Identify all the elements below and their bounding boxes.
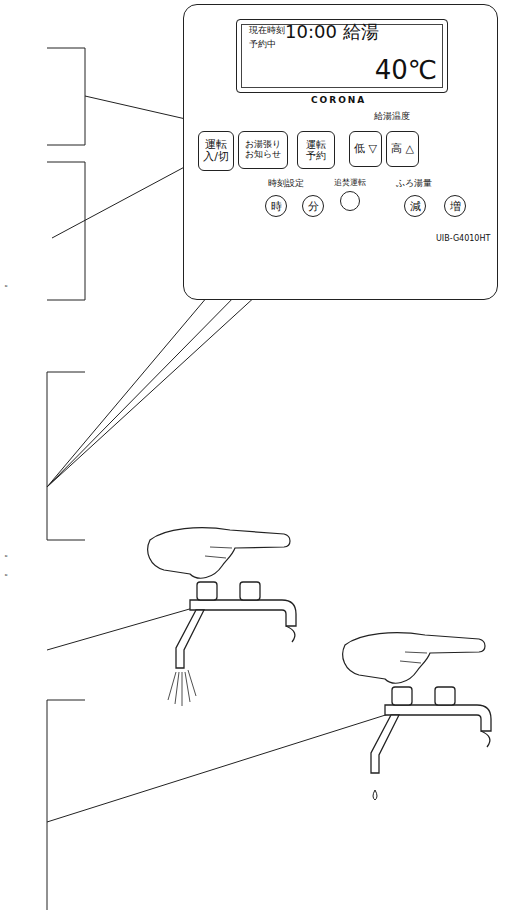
control-button: 時 — [265, 195, 287, 217]
button-ring — [340, 191, 360, 211]
hand — [400, 652, 427, 663]
note-mark: 。 — [4, 546, 14, 560]
group-label: ふろ湯量 — [396, 177, 432, 190]
control-button: 運転 入/切 — [198, 131, 234, 171]
control-button: 高 △ — [386, 131, 419, 167]
display-text: 予約中 — [249, 40, 276, 50]
note-mark: 。 — [4, 276, 14, 290]
remote-panel: CORONA UIB-G4010HT 現在時刻予約中 10:00 給湯 40℃ 運転 入/切… — [183, 4, 498, 300]
button-label: 時 — [271, 199, 282, 214]
group-label: 時刻設定 — [268, 177, 304, 190]
control-button: 減 — [404, 195, 426, 217]
control-button: 追焚運転 — [324, 177, 376, 221]
faucet-running — [176, 582, 296, 668]
button-label: 分 — [308, 199, 319, 214]
hand — [148, 528, 290, 578]
display-text: 40℃ — [375, 56, 437, 85]
display-text: UIB-G4010HT — [436, 235, 490, 244]
bracket — [47, 48, 85, 145]
control-button: 増 — [444, 195, 466, 217]
hand — [343, 633, 485, 683]
display-text: 給湯 — [343, 22, 379, 42]
button-label: 高 △ — [391, 143, 414, 155]
water-spray — [168, 670, 196, 706]
display-text: 10:00 — [285, 22, 337, 42]
control-button: 運転 予約 — [297, 131, 335, 169]
button-label: 低 ▽ — [354, 143, 377, 155]
control-button: お湯張り お知らせ — [238, 131, 288, 169]
button-label: 増 — [450, 199, 461, 214]
display-text: 現在時刻 — [249, 26, 285, 36]
display-text: CORONA — [311, 96, 366, 106]
group-label: 給湯温度 — [374, 110, 410, 123]
control-button: 分 — [302, 195, 324, 217]
bracket — [47, 700, 85, 910]
bracket — [47, 372, 85, 540]
button-label: お湯張り お知らせ — [241, 140, 285, 160]
button-label: 減 — [410, 199, 421, 214]
note-mark: 。 — [4, 565, 14, 579]
control-button: 低 ▽ — [349, 131, 382, 167]
leader-line — [47, 606, 200, 650]
button-label: 追焚運転 — [334, 177, 366, 188]
button-label: 運転 入/切 — [201, 139, 231, 163]
button-label: 運転 予約 — [300, 139, 332, 161]
lcd-display: 現在時刻予約中 10:00 給湯 40℃ — [236, 19, 448, 93]
leader-line — [47, 712, 395, 822]
water-drop — [373, 790, 377, 800]
faucet-dripping — [371, 687, 491, 773]
hand — [205, 547, 232, 558]
